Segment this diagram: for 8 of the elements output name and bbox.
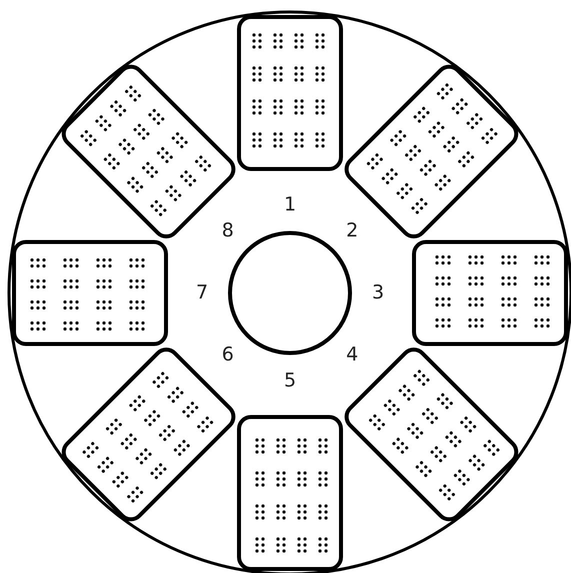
sector-number: 5 — [284, 372, 296, 390]
sector-number: 2 — [346, 221, 358, 240]
sector-number: 6 — [222, 346, 234, 365]
sector-number: 7 — [196, 284, 208, 302]
sector-number: 8 — [222, 221, 234, 240]
sector-number: 4 — [346, 346, 358, 365]
sector-number: 3 — [372, 284, 384, 302]
sector-number: 1 — [284, 196, 296, 214]
